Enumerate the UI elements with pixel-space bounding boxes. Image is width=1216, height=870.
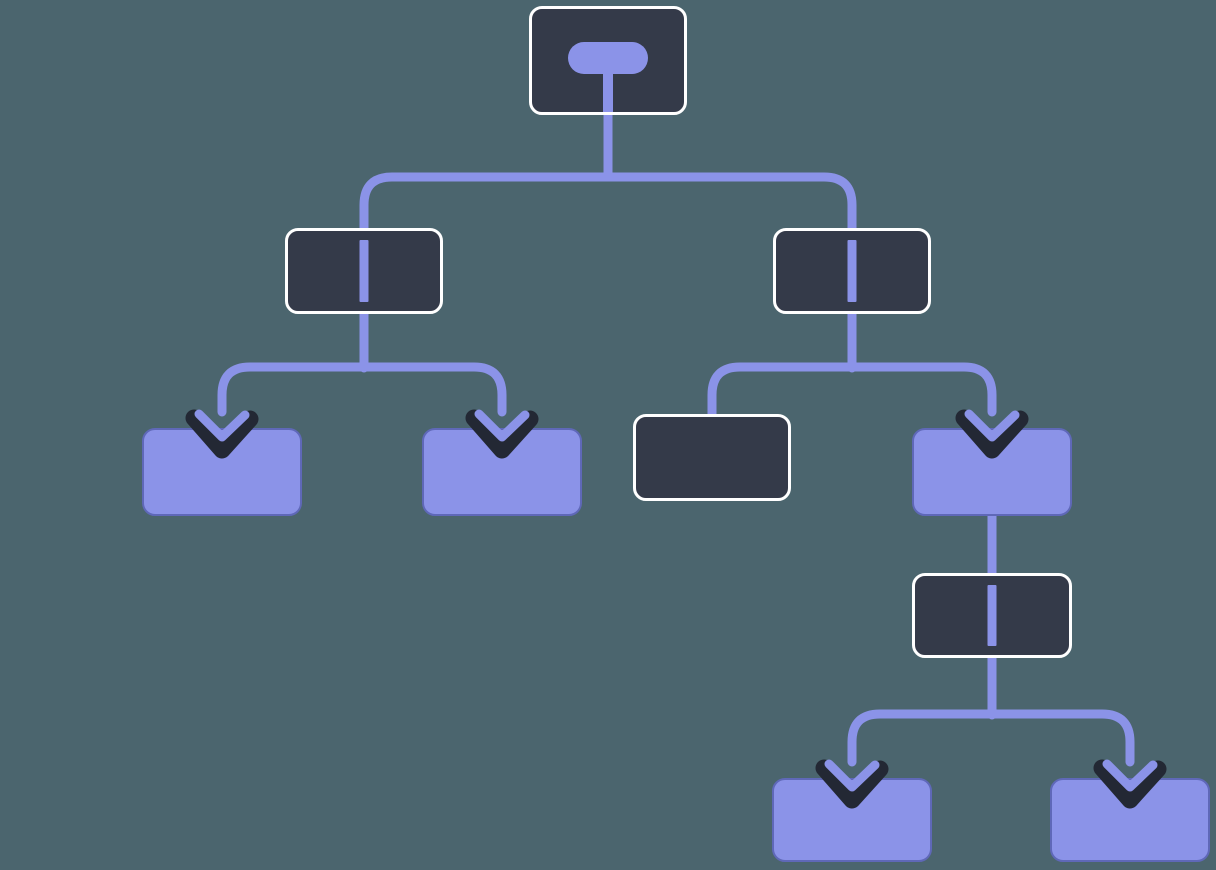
arrow-down-chevron-icon <box>815 759 889 809</box>
tree-leaf-4[interactable] <box>772 759 932 862</box>
connector-path <box>847 709 1135 767</box>
tree-node-collapsed[interactable] <box>633 414 791 501</box>
collapsed-children-pill-icon <box>568 42 648 112</box>
arrow-down-chevron-icon <box>465 409 539 459</box>
tree-leaf-1[interactable] <box>142 409 302 516</box>
tree-leaf-3[interactable] <box>912 409 1072 516</box>
arrow-down-chevron-icon <box>955 409 1029 459</box>
tree-node-branch-right[interactable] <box>773 228 931 314</box>
pass-through-bar-icon <box>987 585 997 646</box>
tree-node-branch-mid[interactable] <box>912 573 1072 658</box>
connector-path <box>217 362 507 417</box>
arrow-down-chevron-icon <box>185 409 259 459</box>
tree-node-branch-left[interactable] <box>285 228 443 314</box>
tree-node-root[interactable] <box>529 6 687 115</box>
tree-leaf-5[interactable] <box>1050 759 1210 862</box>
connector-path <box>359 172 857 241</box>
tree-leaf-2[interactable] <box>422 409 582 516</box>
pass-through-bar-icon <box>847 240 857 302</box>
arrow-down-chevron-icon <box>1093 759 1167 809</box>
pass-through-bar-icon <box>359 240 369 302</box>
